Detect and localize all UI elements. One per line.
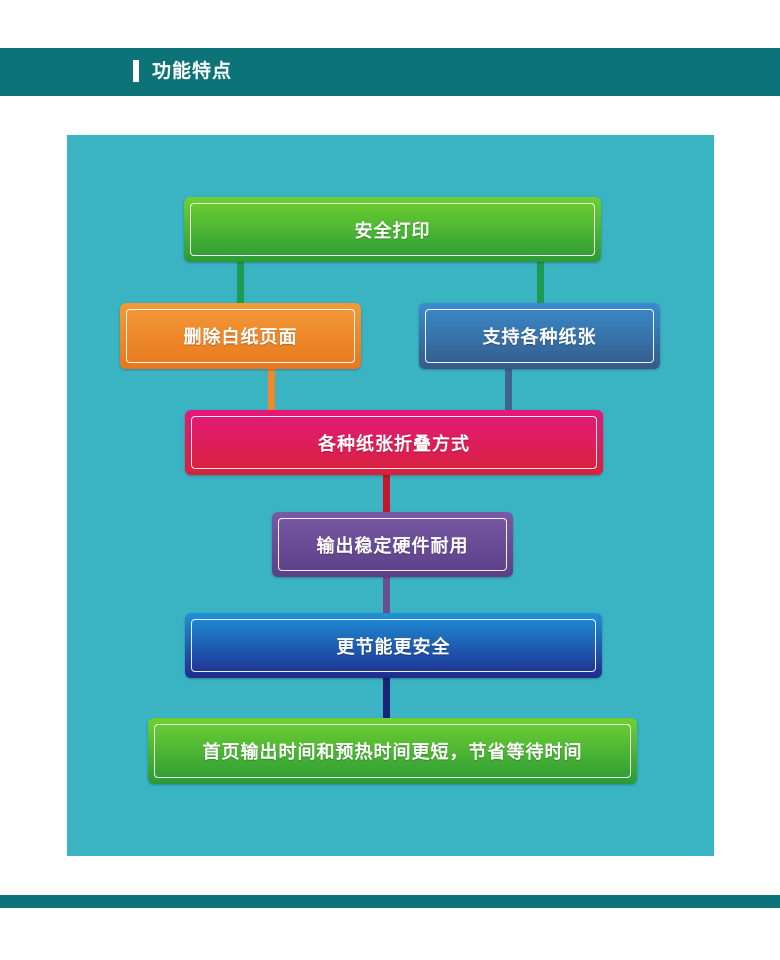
footer-bar <box>0 895 780 908</box>
diagram-panel: 安全打印 删除白纸页面 支持各种纸张 各种纸张折叠方式 输出稳定硬件耐用 更节能… <box>67 135 714 856</box>
connector-safe-to-support <box>537 260 544 305</box>
node-label: 安全打印 <box>190 203 595 256</box>
node-label: 删除白纸页面 <box>126 309 355 363</box>
connector-energy-to-times <box>383 676 390 720</box>
node-label: 首页输出时间和预热时间更短，节省等待时间 <box>154 724 631 778</box>
node-label: 支持各种纸张 <box>425 309 654 363</box>
node-fold-modes: 各种纸张折叠方式 <box>185 410 603 475</box>
node-shorter-times: 首页输出时间和预热时间更短，节省等待时间 <box>148 718 637 784</box>
header-accent-mark <box>133 60 139 82</box>
page-title: 功能特点 <box>152 60 233 82</box>
node-delete-blank: 删除白纸页面 <box>120 303 361 369</box>
node-label: 各种纸张折叠方式 <box>191 416 597 469</box>
connector-output-to-energy <box>383 575 390 615</box>
node-label: 更节能更安全 <box>191 619 596 672</box>
connector-fold-to-output <box>383 473 390 515</box>
node-safe-print: 安全打印 <box>184 197 601 262</box>
node-stable-output: 输出稳定硬件耐用 <box>272 512 513 577</box>
connector-safe-to-delete <box>237 260 244 305</box>
connector-delete-to-fold <box>268 367 275 412</box>
node-energy-safe: 更节能更安全 <box>185 613 602 678</box>
connector-support-to-fold <box>505 367 512 412</box>
node-support-paper: 支持各种纸张 <box>419 303 660 369</box>
header-bar: 功能特点 <box>0 48 780 96</box>
node-label: 输出稳定硬件耐用 <box>278 518 507 571</box>
